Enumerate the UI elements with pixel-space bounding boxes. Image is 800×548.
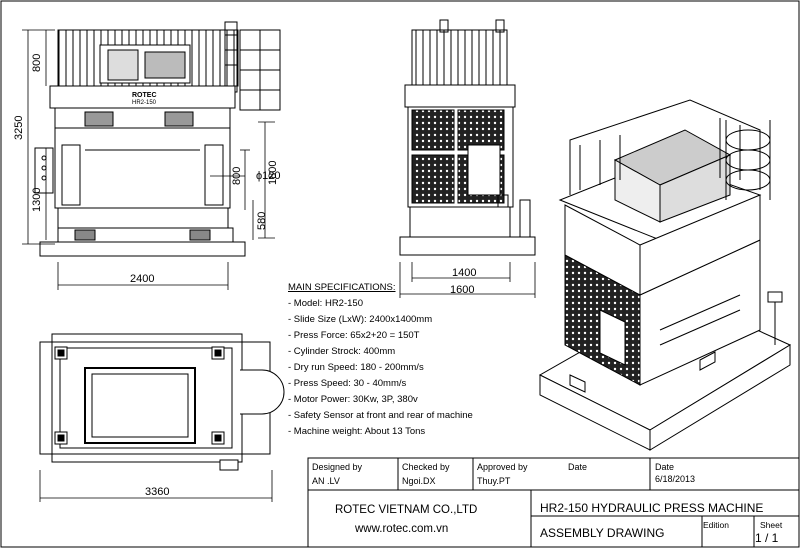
date-label-1: Date: [568, 462, 588, 472]
spec-item: - Cylinder Strock: 400mm: [288, 346, 396, 357]
company-name: ROTEC VIETNAM CO.,LTD: [335, 504, 478, 516]
spec-item: - Press Force: 65x2+20 = 150T: [288, 330, 420, 341]
approved-by-value: Thuy.PT: [477, 476, 511, 486]
specifications-heading: MAIN SPECIFICATIONS:: [288, 282, 396, 293]
plan-view: [39, 333, 285, 471]
dim-front-width: 2400: [130, 273, 154, 285]
dim-side-outer: 1600: [450, 284, 474, 296]
spec-item: - Motor Power: 30Kw, 3P, 380v: [288, 394, 418, 405]
checked-by-value: Ngoi.DX: [402, 476, 436, 486]
model-label: HR2-150: [132, 100, 157, 106]
sheet-label: Sheet: [760, 520, 783, 530]
spec-item: - Machine weight: About 13 Tons: [288, 426, 426, 437]
dim-top-height: 800: [31, 54, 43, 72]
date-label-2: Date: [655, 462, 675, 472]
spec-item: - Model: HR2-150: [288, 298, 363, 309]
front-dimensions: [22, 29, 275, 290]
dim-cylinder-diameter: ϕ120: [256, 170, 281, 182]
dim-base-height: 1300: [31, 188, 43, 212]
front-view: [34, 21, 281, 257]
brand-label: ROTEC: [132, 92, 157, 99]
dim-stroke: 800: [231, 167, 243, 185]
title-block-grid: [307, 457, 800, 548]
approved-by-label: Approved by: [477, 462, 528, 472]
sheet-value: 1 / 1: [755, 531, 779, 545]
side-view: [399, 19, 536, 256]
isometric-view: [538, 99, 792, 451]
edition-label: Edition: [703, 520, 729, 530]
spec-item: - Dry run Speed: 180 - 200mm/s: [288, 362, 424, 373]
company-website: www.rotec.com.vn: [355, 523, 449, 535]
designed-by-label: Designed by: [312, 462, 363, 472]
dim-floor-height: 580: [256, 212, 268, 230]
drawing-type: ASSEMBLY DRAWING: [540, 526, 665, 540]
side-dimensions: [399, 262, 536, 298]
checked-by-label: Checked by: [402, 462, 450, 472]
dim-total-height: 3250: [13, 116, 25, 140]
dim-plan-length: 3360: [145, 486, 169, 498]
date-value: 6/18/2013: [655, 474, 696, 484]
dim-frame-height: 1800: [267, 161, 279, 185]
dim-side-inner: 1400: [452, 267, 476, 279]
drawing-title: HR2-150 HYDRAULIC PRESS MACHINE: [540, 501, 764, 515]
spec-item: - Slide Size (LxW): 2400x1400mm: [288, 314, 433, 325]
designed-by-value: AN .LV: [312, 476, 340, 486]
spec-item: - Safety Sensor at front and rear of mac…: [288, 410, 473, 421]
spec-item: - Press Speed: 30 - 40mm/s: [288, 378, 407, 389]
plan-dimensions: [39, 470, 273, 502]
main-specifications: MAIN SPECIFICATIONS: - Model: HR2-150 - …: [288, 280, 538, 440]
